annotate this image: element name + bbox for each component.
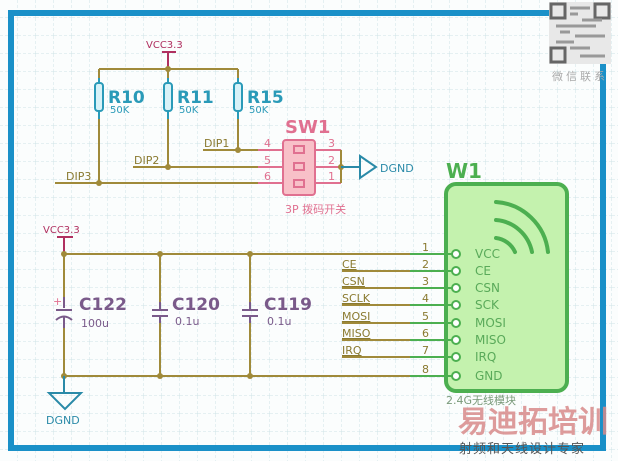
description: 2.4G无线模块 <box>446 393 516 407</box>
gnd-symbol-switch: DGND <box>341 154 414 180</box>
switch-sw1: SW1 4 5 6 3 2 1 3P 拨码开关 <box>258 117 346 216</box>
value: 100u <box>81 317 109 330</box>
pin-number: 5 <box>422 310 429 323</box>
module-pin: 2 CE <box>410 258 491 278</box>
capacitor-c122: + C122 100u <box>53 295 127 330</box>
value: 50K <box>110 105 130 116</box>
net-label-dip3: DIP3 <box>66 170 91 183</box>
brand-watermark: 易迪拓培训 射频和天线设计专家 <box>458 405 608 457</box>
pin-number: 2 <box>328 154 335 167</box>
pin-number: 1 <box>422 241 429 254</box>
pin-circle <box>451 352 461 362</box>
module-pin: 3 CSN <box>410 275 500 295</box>
vcc-label-bottom: VCC3.3 <box>43 225 80 236</box>
net-label-dip1: DIP1 <box>204 137 229 150</box>
module-pin: 6 MISO <box>410 327 506 347</box>
pin-circle <box>451 266 461 276</box>
pin-name: IRQ <box>475 350 496 364</box>
designator: SW1 <box>285 117 330 138</box>
designator: R11 <box>177 88 214 108</box>
net-label: MISO <box>342 327 371 340</box>
resistor-r10: R10 50K <box>94 78 145 119</box>
designator: C120 <box>172 295 220 315</box>
designator: C119 <box>264 295 312 315</box>
pin-number: 3 <box>328 137 335 150</box>
designator: C122 <box>79 295 127 315</box>
slogan-text: 射频和天线设计专家 <box>459 441 585 457</box>
gnd-symbol-bottom: DGND <box>46 376 84 427</box>
net-label-dip2: DIP2 <box>134 154 159 167</box>
module-pin: 4 SCK <box>410 292 500 312</box>
value: 50K <box>249 105 269 116</box>
gnd-label: DGND <box>380 162 414 175</box>
designator: W1 <box>446 159 482 183</box>
pin-number: 2 <box>422 258 429 271</box>
capacitor-c119: C119 0.1u <box>242 295 312 328</box>
pin-circle <box>451 249 461 259</box>
pin-number: 4 <box>422 292 429 305</box>
pin-number: 6 <box>422 327 429 340</box>
qr-caption: 微信联系 <box>552 69 608 83</box>
pin-name: CSN <box>475 281 500 295</box>
description: 3P 拨码开关 <box>285 202 346 216</box>
sheet-frame <box>8 10 606 451</box>
pin-circle <box>451 371 461 381</box>
designator: R15 <box>247 88 284 108</box>
pin-name: CE <box>475 264 491 278</box>
pin-number: 6 <box>264 170 271 183</box>
net-label: SCLK <box>342 292 371 305</box>
junction <box>165 66 171 72</box>
resistor-r15: R15 50K <box>233 78 284 119</box>
pin-circle <box>451 335 461 345</box>
pin-number: 3 <box>422 275 429 288</box>
pin-name: VCC <box>475 247 500 261</box>
pin-number: 4 <box>264 137 271 150</box>
pin-name: MISO <box>475 333 506 347</box>
capacitor-c120: C120 0.1u <box>152 295 220 328</box>
pin-circle <box>451 300 461 310</box>
pin-name: MOSI <box>475 316 506 330</box>
value: 0.1u <box>175 315 199 328</box>
module-pin: 8 GND <box>410 363 503 383</box>
module-pin: 5 MOSI <box>410 310 506 330</box>
resistor-r11: R11 50K <box>163 78 214 119</box>
net-label: CSN <box>342 275 365 288</box>
vcc-label-top: VCC3.3 <box>146 40 183 51</box>
pin-name: GND <box>475 369 503 383</box>
dip-wires <box>55 149 258 184</box>
module-w1: W1 1 VCC 2 CE 3 CSN 4 SCK 5 MOSI 6 MISO 7 IRQ 8 GND 2.4… <box>410 159 569 407</box>
gnd-label: DGND <box>46 414 80 427</box>
brand-text: 易迪拓培训 <box>458 405 608 440</box>
net-label: CE <box>342 258 357 271</box>
power-rails <box>63 253 410 377</box>
module-pin: 1 VCC <box>410 241 500 261</box>
pin-number: 5 <box>264 154 271 167</box>
qr-code: 微信联系 <box>549 2 611 83</box>
value: 0.1u <box>267 315 291 328</box>
pin-number: 7 <box>422 344 429 357</box>
signal-wires <box>342 270 410 358</box>
value: 50K <box>179 105 199 116</box>
net-label: IRQ <box>342 344 362 357</box>
pin-name: SCK <box>475 298 500 312</box>
wireless-signal-icon <box>494 200 550 254</box>
pin-number: 1 <box>328 170 335 183</box>
pin-circle <box>451 283 461 293</box>
net-label: MOSI <box>342 310 370 323</box>
pin-circle <box>451 318 461 328</box>
module-pin: 7 IRQ <box>410 344 496 364</box>
designator: R10 <box>108 88 145 108</box>
pin-number: 8 <box>422 363 429 376</box>
polarity-mark: + <box>53 295 62 308</box>
